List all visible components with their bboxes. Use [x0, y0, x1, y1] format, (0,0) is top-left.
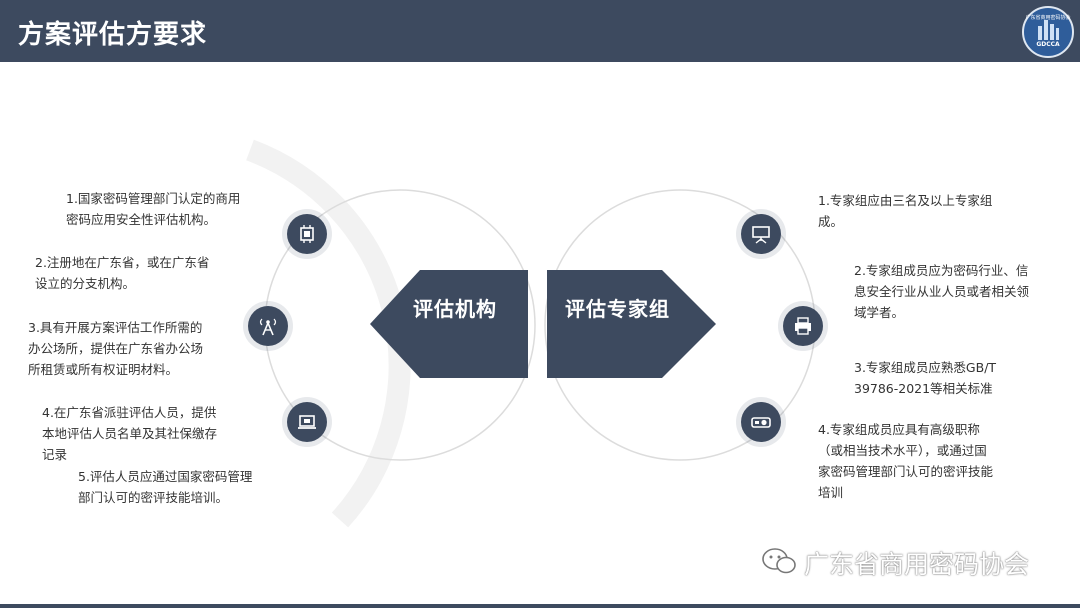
left-arrow-shape [370, 270, 528, 378]
logo-skyline-icon [1038, 20, 1059, 40]
right-item-4-line-2: （或相当技术水平），或通过国 [818, 443, 987, 458]
center-label-right: 评估专家组 [565, 297, 670, 321]
laptop-icon [298, 415, 316, 429]
left-item-2: 2.注册地在广东省，或在广东省 设立的分支机构。 [35, 252, 209, 294]
right-item-4-line-3: 家密码管理部门认可的密评技能 [818, 464, 994, 479]
watermark-text: 广东省商用密码协会 [804, 550, 1030, 579]
bottom-bar [0, 604, 1080, 608]
right-item-2: 2.专家组成员应为密码行业、信 息安全行业从业人员或者相关领 域学者。 [854, 260, 1029, 323]
signal-tower-icon [259, 318, 277, 336]
wechat-icon [762, 548, 796, 574]
right-item-2-line-1: 2.专家组成员应为密码行业、信 [854, 263, 1029, 278]
left-item-4-line-2: 本地评估人员名单及其社保缴存 [42, 426, 218, 441]
right-node-3 [741, 402, 781, 442]
left-item-5-line-2: 部门认可的密评技能培训。 [78, 490, 229, 505]
left-item-4-line-3: 记录 [42, 447, 68, 462]
right-arrow-shape [547, 270, 716, 378]
left-item-2-line-2: 设立的分支机构。 [35, 276, 136, 291]
right-item-1-line-2: 成。 [818, 214, 844, 229]
left-item-3-line-3: 所租赁或所有权证明材料。 [28, 362, 179, 377]
right-item-3: 3.专家组成员应熟悉GB/T 39786-2021等相关标准 [854, 357, 996, 399]
logo-text: GDCCA [1036, 41, 1060, 48]
right-item-1-line-1: 1.专家组应由三名及以上专家组 [818, 193, 993, 208]
presentation-board-icon [752, 226, 770, 244]
left-item-1-line-1: 1.国家密码管理部门认定的商用 [66, 191, 241, 206]
right-item-3-line-2: 39786-2021等相关标准 [854, 381, 993, 396]
association-logo: 广东省商用密码协会 GDCCA [1022, 6, 1074, 58]
left-item-1-line-2: 密码应用安全性评估机构。 [66, 212, 217, 227]
right-item-4-line-4: 培训 [818, 485, 844, 500]
left-item-5: 5.评估人员应通过国家密码管理 部门认可的密评技能培训。 [78, 466, 252, 508]
left-node-2 [248, 306, 288, 346]
right-node-2 [783, 306, 823, 346]
left-item-4: 4.在广东省派驻评估人员，提供 本地评估人员名单及其社保缴存 记录 [42, 402, 217, 465]
right-item-1: 1.专家组应由三名及以上专家组 成。 [818, 190, 992, 232]
center-label-left: 评估机构 [413, 297, 497, 321]
left-item-3-line-1: 3.具有开展方案评估工作所需的 [28, 320, 203, 335]
left-item-1: 1.国家密码管理部门认定的商用 密码应用安全性评估机构。 [66, 188, 240, 230]
left-node-3 [287, 402, 327, 442]
right-item-4-line-1: 4.专家组成员应具有高级职称 [818, 422, 980, 437]
right-item-2-line-2: 息安全行业从业人员或者相关领 [854, 284, 1030, 299]
right-item-3-line-1: 3.专家组成员应熟悉GB/T [854, 360, 997, 375]
left-item-4-line-1: 4.在广东省派驻评估人员，提供 [42, 405, 217, 420]
left-item-3-line-2: 办公场所，提供在广东省办公场 [28, 341, 204, 356]
left-item-5-line-1: 5.评估人员应通过国家密码管理 [78, 469, 253, 484]
printer-icon [795, 317, 811, 335]
header-bar: 方案评估方要求 广东省商用密码协会 GDCCA [0, 0, 1080, 62]
chip-icon [300, 225, 314, 243]
projector-icon [751, 417, 771, 428]
left-node-1 [287, 214, 327, 254]
left-item-3: 3.具有开展方案评估工作所需的 办公场所，提供在广东省办公场 所租赁或所有权证明… [28, 317, 203, 380]
left-item-2-line-1: 2.注册地在广东省，或在广东省 [35, 255, 210, 270]
logo-top-text: 广东省商用密码协会 [1025, 15, 1071, 21]
page-title: 方案评估方要求 [18, 20, 208, 50]
right-node-1 [741, 214, 781, 254]
right-item-4: 4.专家组成员应具有高级职称 （或相当技术水平），或通过国 家密码管理部门认可的… [818, 419, 993, 503]
right-item-2-line-3: 域学者。 [854, 305, 905, 320]
